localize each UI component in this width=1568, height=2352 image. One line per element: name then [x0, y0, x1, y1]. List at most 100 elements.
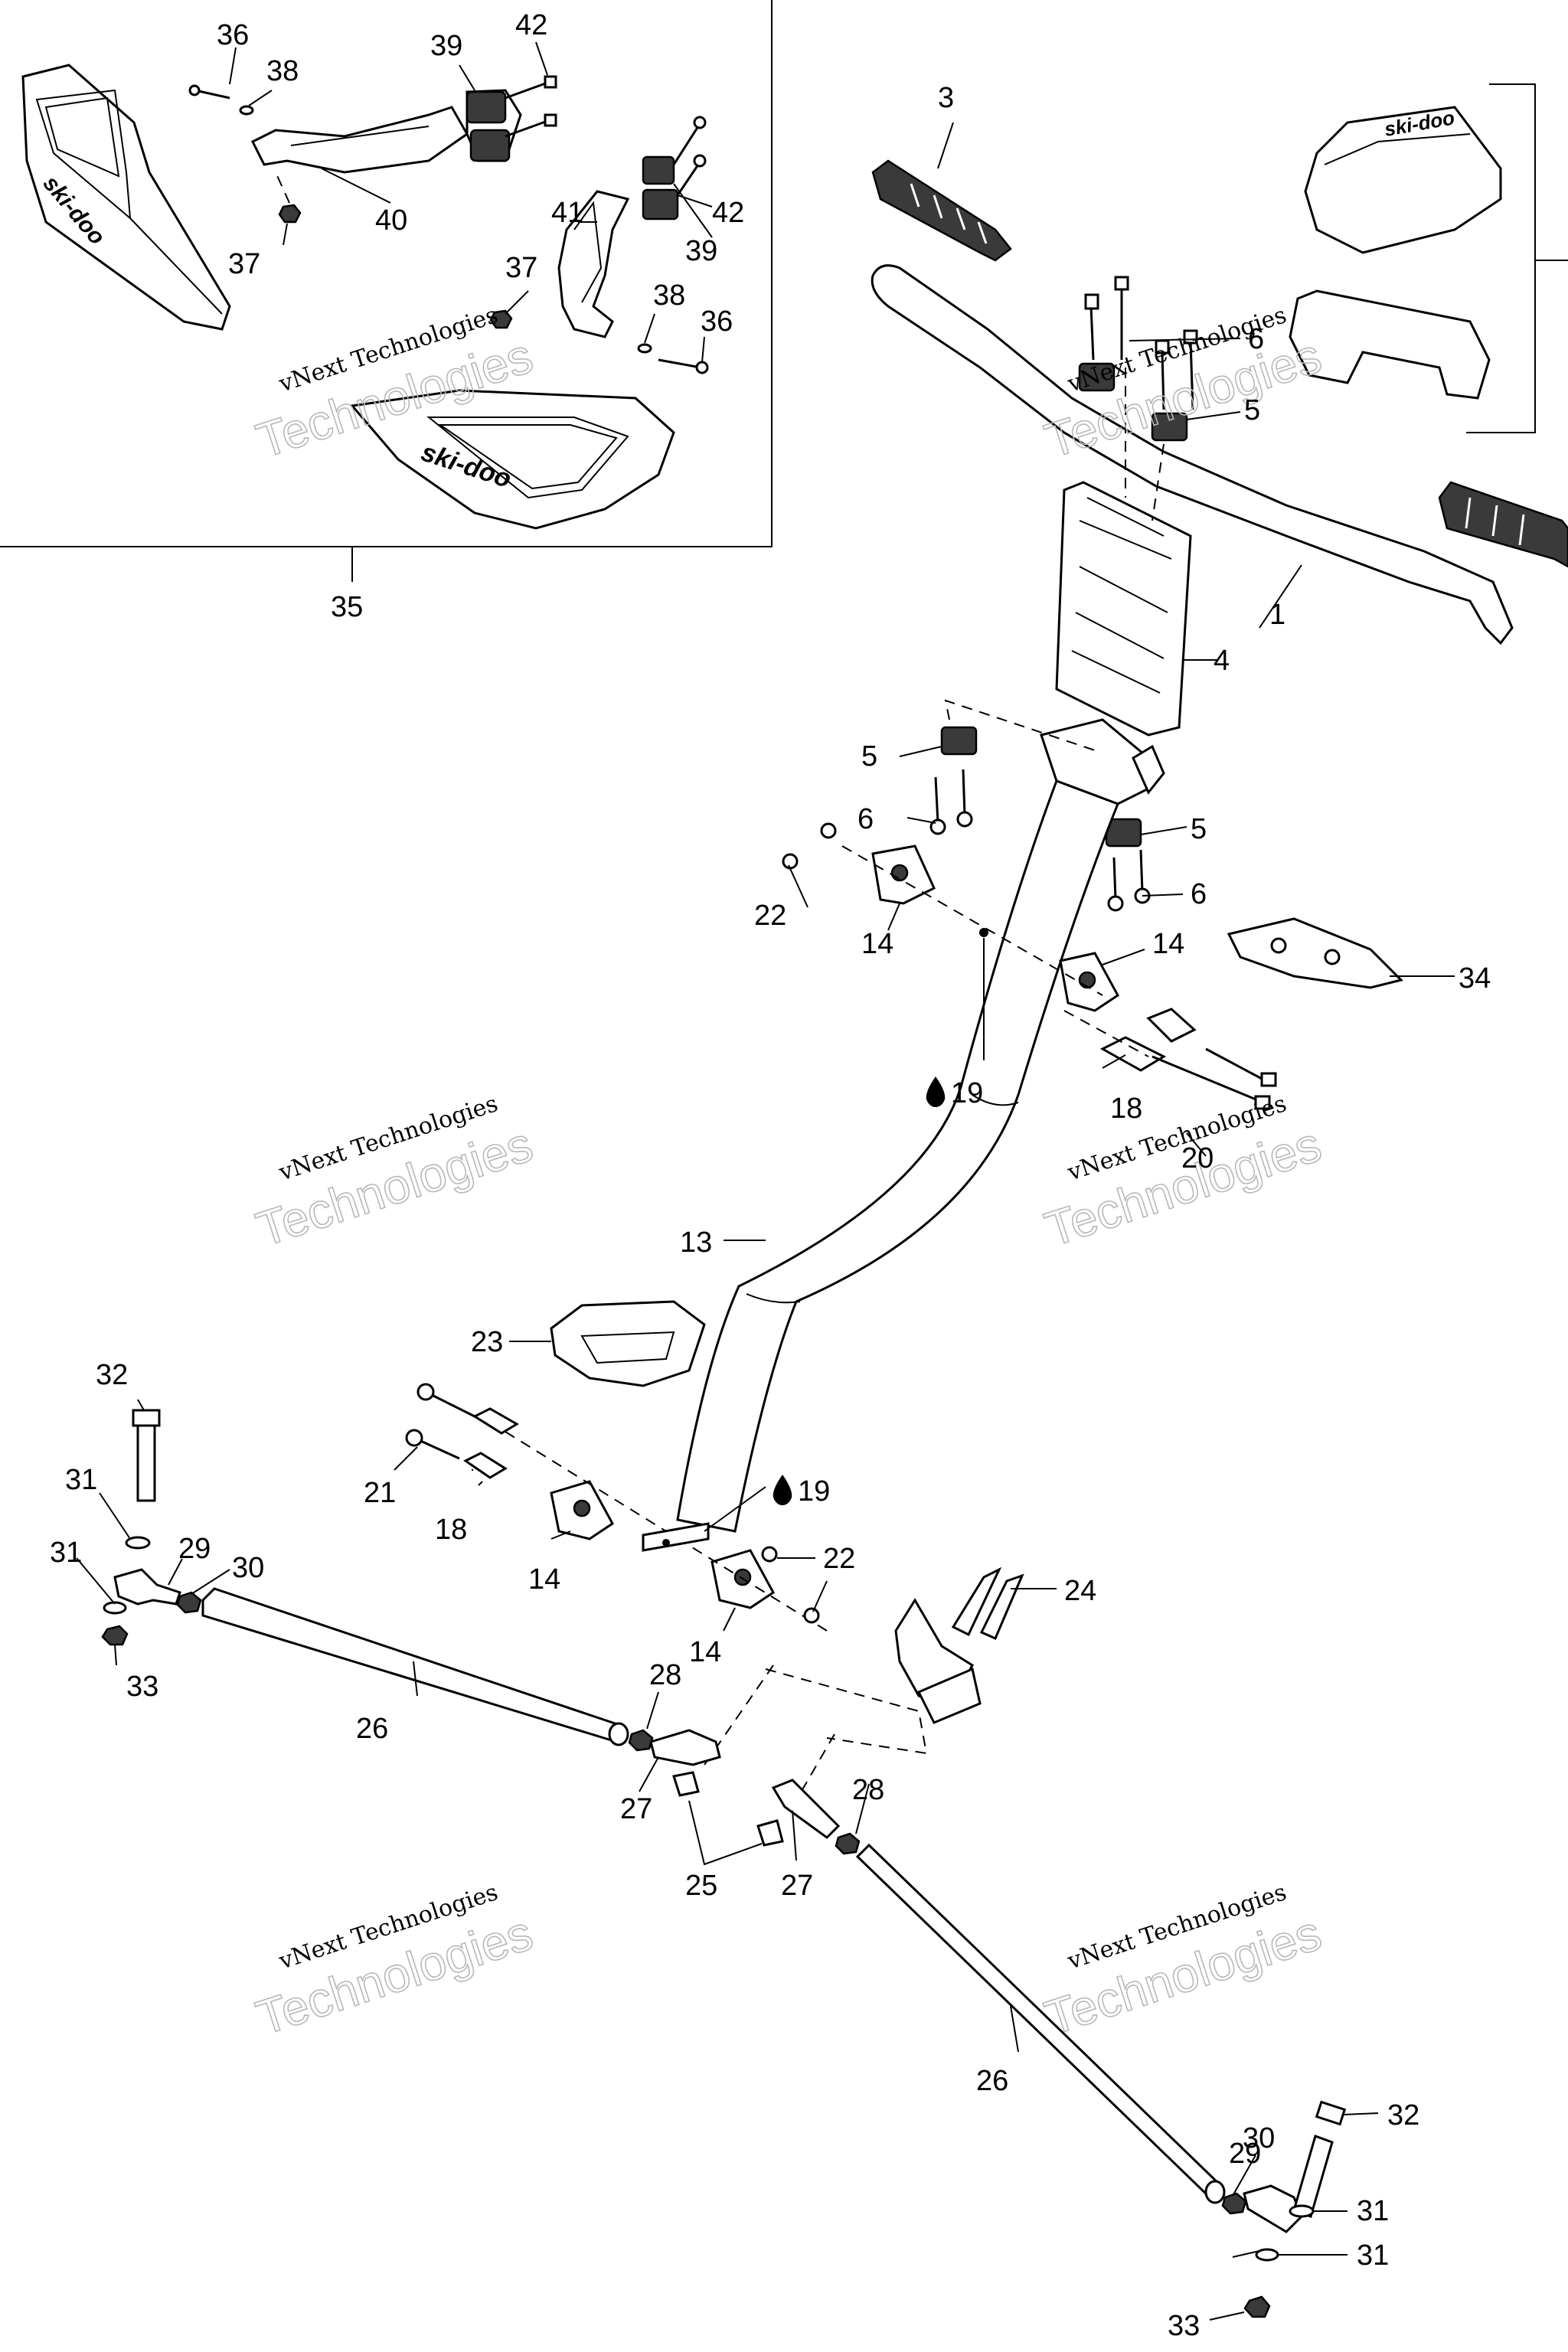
- left-ball-joint: [113, 1568, 181, 1606]
- left-tie-rod: [201, 1587, 629, 1746]
- callout-31: 31: [1357, 2195, 1389, 2227]
- upper-bearing-block-left: [871, 844, 936, 905]
- right-handguard-shield: ski-doo: [350, 389, 675, 530]
- upper-bearing-sleeves: [1099, 1008, 1197, 1072]
- watermark: vNext Technologies Technologies: [1038, 1090, 1328, 1258]
- inner-tie-rod-end-left: [649, 1729, 721, 1766]
- callout-6: 6: [858, 803, 874, 835]
- callout-5: 5: [1244, 394, 1260, 426]
- callout-38: 38: [266, 55, 299, 87]
- right-tie-rod-jam-nut: [1221, 2192, 1247, 2215]
- callout-35: 35: [331, 591, 363, 623]
- callout-27: 27: [781, 1870, 813, 1902]
- callout-36: 36: [701, 305, 733, 338]
- right-ball-joint-washers: [1255, 2204, 1315, 2262]
- left-handguard-shield: ski-doo: [21, 64, 231, 331]
- lower-bearing-bolts: [405, 1383, 475, 1460]
- right-ball-joint-nut: [1243, 2295, 1271, 2318]
- upper-riser-clamps: [1078, 362, 1188, 442]
- handlebar-tube: [871, 264, 1514, 645]
- left-grip: [871, 159, 1012, 262]
- right-handguard-bracket: [557, 190, 630, 338]
- callout-31: 31: [65, 1464, 97, 1496]
- callout-6: 6: [1248, 323, 1264, 355]
- lower-bearing-sleeves: [463, 1407, 519, 1479]
- watermark: vNext Technologies Technologies: [1038, 1879, 1328, 2047]
- callout-14: 14: [528, 1563, 560, 1596]
- callout-25: 25: [685, 1870, 717, 1902]
- callout-34: 34: [1459, 962, 1491, 995]
- callout-18: 18: [435, 1514, 467, 1546]
- right-grip: [1438, 481, 1568, 568]
- column-cover: [550, 1300, 706, 1387]
- callout-38: 38: [653, 279, 685, 312]
- lower-bearing-block-left: [550, 1480, 614, 1540]
- right-clamp-bolts: [672, 116, 707, 196]
- left-bracket-clamp: [466, 90, 511, 162]
- left-bracket-washer: [239, 105, 254, 116]
- inner-tie-rod-end-right: [771, 1779, 841, 1839]
- callout-1: 1: [1269, 599, 1285, 631]
- callout-29: 29: [1229, 2138, 1261, 2170]
- grease-drop-icon: [773, 1475, 792, 1505]
- right-bracket-washer: [637, 343, 652, 354]
- callout-22: 22: [754, 900, 786, 932]
- callout-31: 31: [50, 1537, 82, 1569]
- callout-21: 21: [364, 1477, 396, 1509]
- steering-column: [676, 779, 1119, 1533]
- callout-36: 36: [217, 19, 249, 51]
- callout-3: 3: [938, 82, 954, 114]
- callout-29: 29: [178, 1533, 211, 1565]
- steering-arm-bracket: [894, 1598, 982, 1724]
- grease-point-upper: [979, 928, 988, 937]
- grease-point-lower: [642, 1522, 710, 1552]
- callout-27: 27: [620, 1793, 652, 1825]
- leader-lines: [76, 41, 1455, 2321]
- handguard-inset-box: [0, 0, 773, 582]
- callout-37: 37: [505, 252, 537, 284]
- callout-26: 26: [356, 1713, 388, 1745]
- watermark: vNext Technologies Technologies: [250, 1090, 540, 1258]
- grease-drop-icon: [926, 1076, 946, 1107]
- callout-30: 30: [232, 1552, 264, 1584]
- callout-20: 20: [1181, 1142, 1214, 1174]
- watermark: vNext Technologies Technologies: [1038, 302, 1328, 469]
- callout-5: 5: [861, 740, 877, 773]
- tie-rod-jam-nuts-inner: [628, 1729, 861, 1855]
- callout-18: 18: [1110, 1093, 1142, 1125]
- callout-40: 40: [375, 204, 407, 237]
- left-ball-joint-bolt: [132, 1409, 161, 1502]
- callout-4: 4: [1214, 645, 1230, 677]
- callout-19: 19: [951, 1077, 983, 1109]
- callout-33: 33: [126, 1671, 158, 1703]
- lower-bearing-nuts: [761, 1546, 820, 1624]
- callout-26: 26: [976, 2065, 1008, 2097]
- callout-23: 23: [471, 1326, 503, 1358]
- left-bracket-screw: [188, 84, 230, 100]
- left-bracket-nut: [275, 172, 302, 224]
- right-bracket-nut: [489, 309, 513, 329]
- callout-32: 32: [1387, 2099, 1419, 2132]
- callout-37: 37: [228, 248, 260, 280]
- callout-33: 33: [1168, 2310, 1200, 2342]
- callout-14: 14: [1152, 928, 1184, 960]
- callout-13: 13: [680, 1227, 712, 1259]
- callout-32: 32: [96, 1359, 128, 1391]
- left-tie-rod-jam-nut: [176, 1591, 202, 1614]
- steering-arm-bolts: [951, 1566, 1024, 1640]
- upper-bearing-bolts: [1152, 1047, 1277, 1110]
- left-clamp-bolts: [505, 75, 557, 138]
- callout-28: 28: [649, 1659, 681, 1691]
- handlebar-pad: ski-doo: [1289, 83, 1568, 433]
- callout-6: 6: [1191, 878, 1207, 910]
- left-ball-joint-washers: [103, 1536, 151, 1615]
- left-ball-joint-nut: [101, 1625, 129, 1646]
- callout-42: 42: [712, 197, 744, 229]
- watermark: vNext Technologies Technologies: [250, 1879, 540, 2047]
- callout-41: 41: [551, 197, 583, 229]
- callout-14: 14: [861, 928, 893, 960]
- right-ball-joint: [1243, 2184, 1303, 2233]
- callout-31: 31: [1357, 2239, 1389, 2272]
